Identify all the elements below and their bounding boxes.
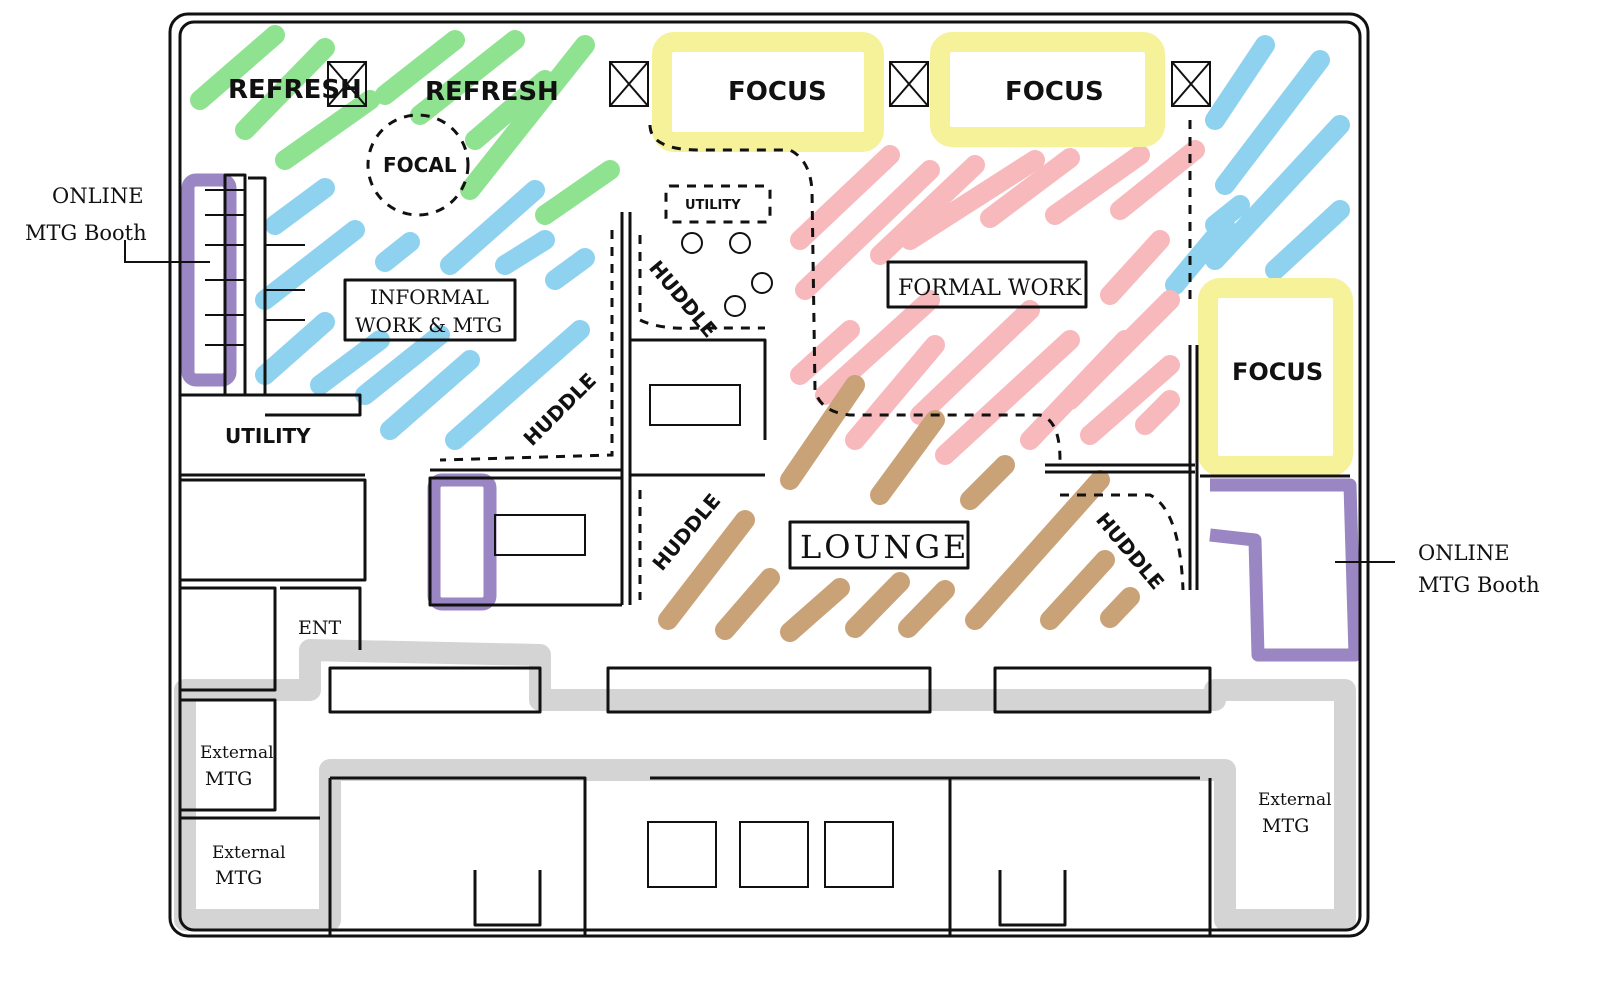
formal-zone-stripe xyxy=(815,290,940,405)
label-utility-top: UTILITY xyxy=(685,198,741,213)
informal-zone-stripe xyxy=(1205,115,1350,270)
zone-stripes xyxy=(190,25,1350,642)
refresh-zone-stripe xyxy=(235,38,335,140)
label-refresh-2: REFRESH xyxy=(425,77,559,107)
lounge-zone-stripe xyxy=(1040,550,1115,630)
label-external-1a: External xyxy=(200,743,274,763)
label-formal-work: FORMAL WORK xyxy=(898,276,1082,301)
lounge-zone-stripe xyxy=(780,578,850,642)
online-booth-right[interactable] xyxy=(1209,478,1362,662)
label-focus-3: FOCUS xyxy=(1232,358,1323,386)
refresh-zone-stripe xyxy=(460,35,595,200)
focus-room-3[interactable] xyxy=(1198,278,1353,476)
informal-zone-stripe xyxy=(355,325,450,405)
label-entrance: ENT xyxy=(298,617,341,639)
informal-zone-stripe xyxy=(380,350,480,440)
label-external-1b: MTG xyxy=(205,768,252,790)
informal-zone-stripe xyxy=(1215,50,1330,195)
lounge-zone-stripe xyxy=(715,568,780,640)
label-online-booth-right-2: MTG Booth xyxy=(1418,573,1540,597)
informal-zone-stripe xyxy=(1205,195,1250,235)
formal-zone-stripe xyxy=(795,160,940,300)
informal-zone-stripe xyxy=(375,232,420,272)
building-walls xyxy=(168,12,1370,938)
lounge-zone-stripe xyxy=(780,375,865,490)
informal-zone-stripe xyxy=(440,180,545,275)
label-informal-2: WORK & MTG xyxy=(355,313,502,337)
lounge-zone-stripe xyxy=(658,510,755,630)
lounge-zone-stripe xyxy=(1100,587,1140,628)
online-booth-middle[interactable] xyxy=(427,473,497,611)
huddle-chairs xyxy=(681,232,773,317)
label-external-3a: External xyxy=(1258,790,1332,810)
formal-zone-stripe xyxy=(870,155,985,265)
label-refresh-1: REFRESH xyxy=(228,75,362,105)
informal-zone-stripe xyxy=(495,230,555,275)
focus-rooms xyxy=(652,32,1353,476)
formal-zone-stripe xyxy=(845,335,945,450)
label-lounge: LOUNGE xyxy=(800,528,969,566)
informal-zone-stripe xyxy=(445,320,590,450)
lounge-zone-stripe xyxy=(845,572,910,638)
informal-zone-stripe xyxy=(1205,35,1275,130)
circulation-corridor xyxy=(174,639,1356,931)
refresh-zone-stripe xyxy=(410,30,525,125)
lounge-zone-stripe xyxy=(898,580,955,638)
informal-zone-stripe xyxy=(255,220,365,310)
refresh-zone-stripe xyxy=(535,160,620,225)
formal-zone-stripe xyxy=(1045,145,1150,225)
zone-boundaries xyxy=(366,113,1192,600)
refresh-zone-stripe xyxy=(275,90,380,170)
informal-zone-stripe xyxy=(255,312,335,385)
label-focus-2: FOCUS xyxy=(1005,77,1104,107)
formal-zone-stripe xyxy=(790,145,900,250)
label-online-booth-right-1: ONLINE xyxy=(1418,541,1510,565)
informal-zone-stripe xyxy=(265,178,335,235)
formal-zone-stripe xyxy=(1135,390,1180,435)
label-online-booth-left-2: MTG Booth xyxy=(25,221,147,245)
formal-zone-stripe xyxy=(935,330,1080,465)
formal-zone-stripe xyxy=(1100,230,1170,305)
label-external-3b: MTG xyxy=(1262,815,1309,837)
formal-zone-stripe xyxy=(980,148,1080,228)
informal-zone-stripe xyxy=(1165,215,1235,295)
lounge-zone-stripe xyxy=(870,410,945,505)
label-focus-1: FOCUS xyxy=(728,77,827,107)
focus-room-2[interactable] xyxy=(930,32,1165,147)
formal-zone-stripe xyxy=(1060,290,1180,410)
focus-room-1[interactable] xyxy=(652,32,884,152)
formal-zone-stripe xyxy=(1110,140,1205,220)
refresh-zone-stripe xyxy=(465,70,555,150)
lounge-zone-stripe xyxy=(960,455,1015,510)
refresh-zone-stripe xyxy=(190,25,285,110)
label-utility-left: UTILITY xyxy=(225,424,311,448)
label-focal: FOCAL xyxy=(383,153,457,177)
informal-zone-stripe xyxy=(545,248,595,290)
label-external-2b: MTG xyxy=(215,867,262,889)
informal-zone-stripe xyxy=(1265,200,1350,280)
label-huddle-2: HUDDLE xyxy=(644,256,722,342)
refresh-zone-stripe xyxy=(375,30,465,105)
formal-zone-stripe xyxy=(1080,355,1180,445)
label-external-2a: External xyxy=(212,843,286,863)
informal-zone-stripe xyxy=(310,330,390,395)
lounge-zone-stripe xyxy=(965,470,1110,630)
label-informal-1: INFORMAL xyxy=(370,285,489,309)
formal-zone-stripe xyxy=(910,300,1040,425)
label-online-booth-left-1: ONLINE xyxy=(52,184,144,208)
formal-zone-stripe xyxy=(900,150,1045,250)
formal-zone-stripe xyxy=(790,320,860,385)
